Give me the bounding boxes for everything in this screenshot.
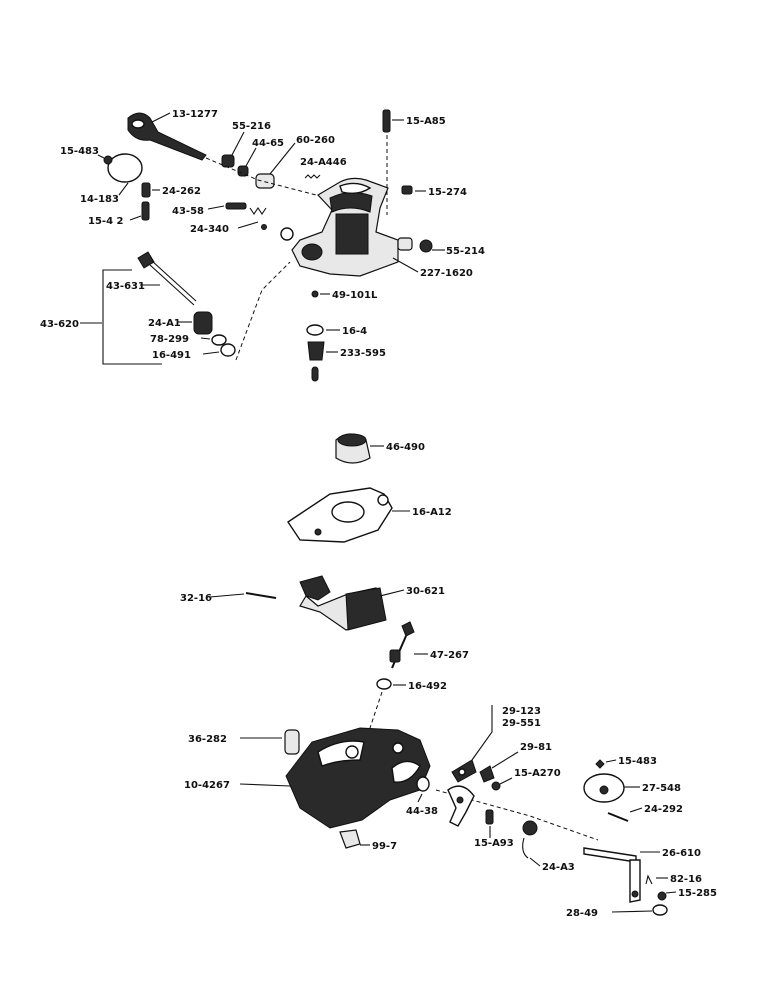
bowl-gasket-16-A12	[287, 487, 410, 543]
seal-55-216	[221, 131, 245, 168]
label-13-1277: 13-1277	[172, 109, 218, 120]
fuel-bowl-10-4267	[239, 727, 431, 829]
label-15-285: 15-285	[678, 888, 717, 899]
label-16-492: 16-492	[408, 681, 447, 692]
float-30-621	[299, 575, 405, 631]
screw-15-A85	[382, 109, 404, 133]
clip-82-16	[645, 874, 668, 885]
screw-15-483-upper	[97, 154, 113, 165]
screw-15-42	[129, 201, 150, 221]
label-60-260: 60-260	[296, 135, 335, 146]
label-10-4267: 10-4267	[184, 780, 230, 791]
label-82-16: 82-16	[670, 874, 702, 885]
ball-28-49	[611, 904, 668, 916]
label-47-267: 47-267	[430, 650, 469, 661]
label-27-548: 27-548	[642, 783, 681, 794]
label-55-214: 55-214	[446, 246, 485, 257]
screw-15-A93	[485, 809, 494, 838]
label-15-A85: 15-A85	[406, 116, 446, 127]
float-pin-32-16	[209, 592, 277, 599]
label-14-183: 14-183	[80, 194, 119, 205]
label-16-491: 16-491	[152, 350, 191, 361]
drain-plug-99-7	[339, 829, 370, 849]
gasket-16-4	[306, 324, 340, 336]
tube-36-282	[240, 729, 300, 755]
label-16-A12: 16-A12	[412, 507, 452, 518]
spring-24-292	[607, 807, 643, 822]
label-24-262: 24-262	[162, 186, 201, 197]
throttle-body	[280, 177, 419, 277]
spring-24-262	[141, 182, 160, 198]
label-29-123: 29-123	[502, 706, 541, 717]
label-26-610: 26-610	[662, 848, 701, 859]
label-28-49: 28-49	[566, 908, 598, 919]
label-24-292: 24-292	[644, 804, 683, 815]
choke-plate-27-548	[583, 773, 640, 803]
label-46-490: 46-490	[386, 442, 425, 453]
label-15-A270: 15-A270	[514, 768, 561, 779]
screw-15-285	[657, 891, 677, 901]
label-36-282: 36-282	[188, 734, 227, 745]
washer-44-38	[416, 776, 430, 803]
lever-29-81	[479, 751, 519, 783]
label-24-A3: 24-A3	[542, 862, 575, 873]
fuel-needle-47-267	[389, 621, 428, 669]
label-15-483-lower: 15-483	[618, 756, 657, 767]
washer-78-299	[200, 334, 227, 346]
throttle-plate	[107, 153, 143, 196]
washer-16-492	[376, 678, 406, 690]
main-adjusting-needle	[137, 251, 197, 306]
screw-15-274	[401, 185, 426, 195]
spring-24-A446	[304, 174, 321, 179]
label-29-81: 29-81	[520, 742, 552, 753]
label-233-595: 233-595	[340, 348, 386, 359]
label-24-340: 24-340	[190, 224, 229, 235]
idle-adjust-screw-43-58	[225, 202, 267, 215]
label-78-299: 78-299	[150, 334, 189, 345]
screw-15-A270	[491, 777, 513, 791]
screw-15-483-lower	[595, 759, 617, 769]
bushing-60-260	[255, 142, 296, 189]
choke-bracket-29-123	[451, 759, 477, 783]
label-15-274: 15-274	[428, 187, 467, 198]
label-227-1620: 227-1620	[420, 268, 473, 279]
label-24-A446: 24-A446	[300, 157, 347, 168]
choke-shaft-26-610	[583, 847, 660, 903]
label-15-483-upper: 15-483	[60, 146, 99, 157]
label-30-621: 30-621	[406, 586, 445, 597]
label-43-58: 43-58	[172, 206, 204, 217]
label-24-A1: 24-A1	[148, 318, 181, 329]
label-16-4: 16-4	[342, 326, 367, 337]
gasket-16-491	[202, 343, 236, 357]
seal-55-214	[397, 237, 445, 253]
label-44-38: 44-38	[406, 806, 438, 817]
spring-24-A3	[522, 820, 541, 867]
venturi-46-490	[335, 433, 384, 464]
choke-lever	[447, 785, 475, 827]
label-15-42: 15-4 2	[88, 216, 124, 227]
ball-49-101L	[311, 290, 330, 298]
label-32-16: 32-16	[180, 593, 212, 604]
spring-24-340	[237, 221, 267, 230]
label-29-551: 29-551	[502, 718, 541, 729]
label-55-216: 55-216	[232, 121, 271, 132]
label-43-631: 43-631	[106, 281, 145, 292]
throttle-shaft	[127, 112, 207, 161]
label-43-620: 43-620	[40, 319, 79, 330]
needle-seat-233-595	[307, 341, 338, 382]
label-15-A93: 15-A93	[474, 838, 514, 849]
label-49-101L: 49-101L	[332, 290, 378, 301]
retainer-44-65	[237, 147, 257, 177]
label-44-65: 44-65	[252, 138, 284, 149]
packing-24-A1	[178, 311, 213, 335]
label-99-7: 99-7	[372, 841, 397, 852]
